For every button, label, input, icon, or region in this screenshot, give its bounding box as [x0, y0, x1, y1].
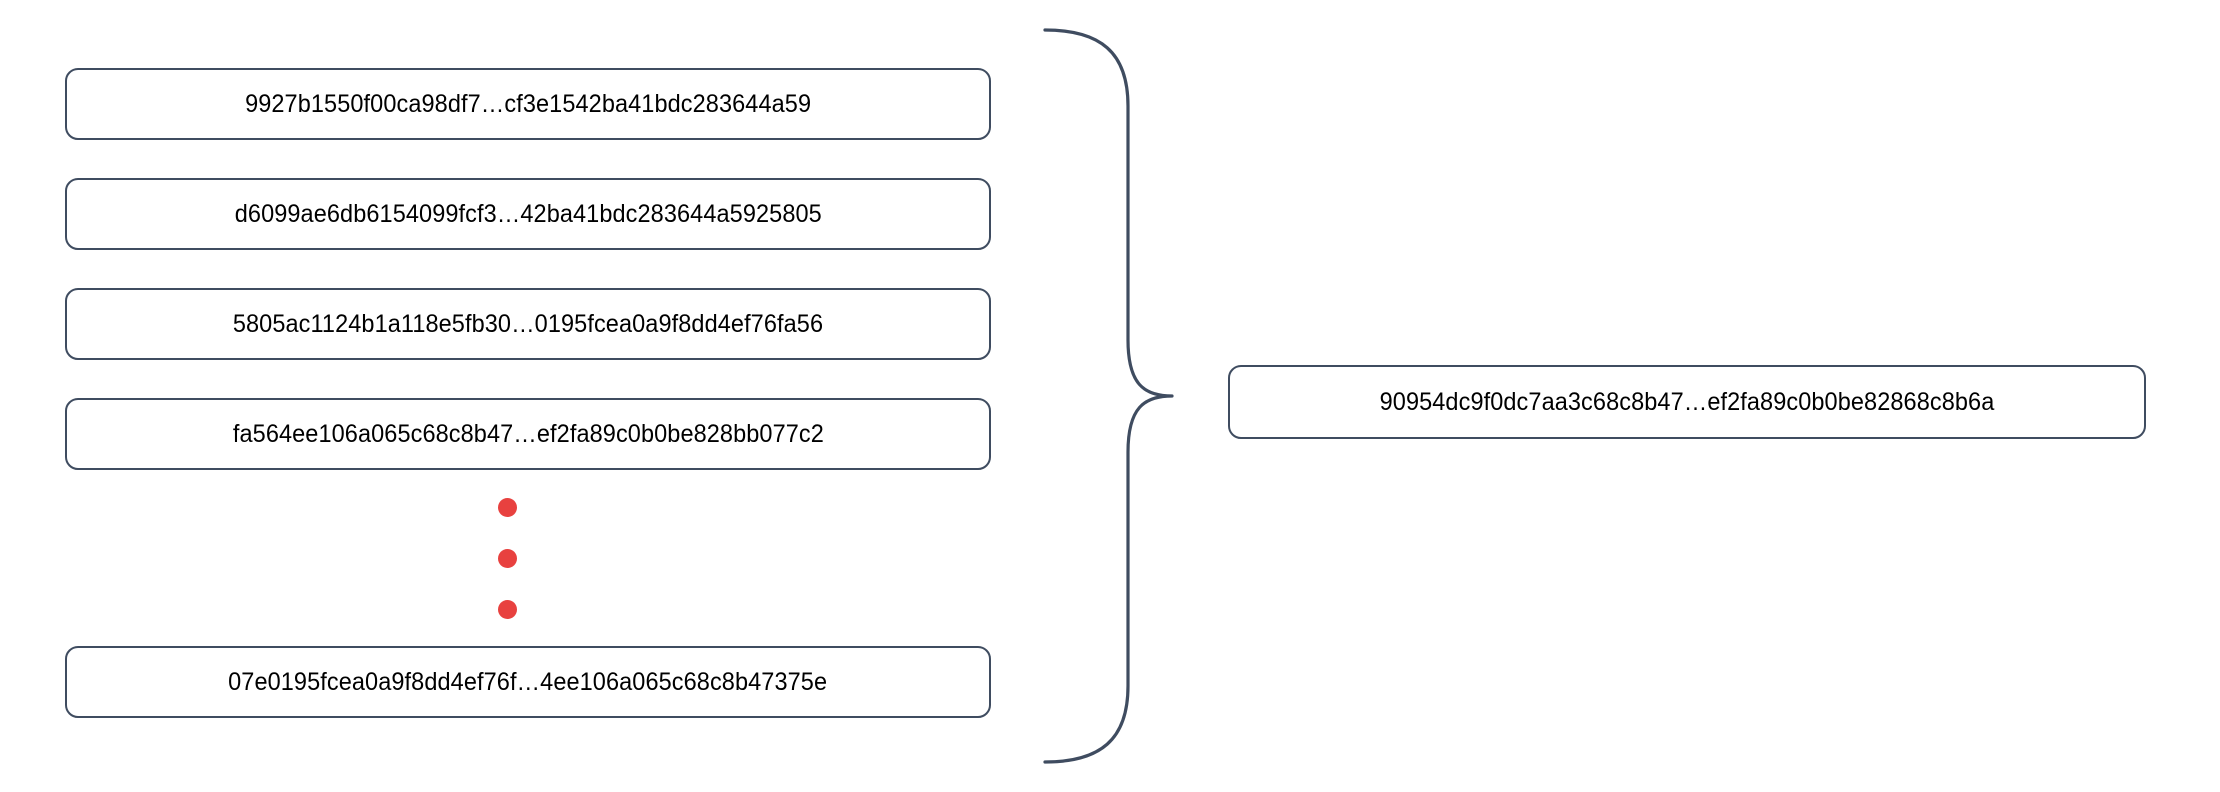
curly-brace-icon [1043, 28, 1174, 764]
input-hash-box-2[interactable]: d6099ae6db6154099fcf3…42ba41bdc283644a59… [65, 178, 991, 250]
output-hash-box[interactable]: 90954dc9f0dc7aa3c68c8b47…ef2fa89c0b0be82… [1228, 365, 2146, 439]
input-hash-text-5: 07e0195fcea0a9f8dd4ef76f…4ee106a065c68c8… [228, 667, 828, 696]
input-hash-text-4: fa564ee106a065c68c8b47…ef2fa89c0b0be828b… [232, 419, 824, 448]
input-hash-text-1: 9927b1550f00ca98df7…cf3e1542ba41bdc28364… [244, 89, 812, 118]
curly-brace-connector [1040, 18, 1190, 778]
ellipsis-dot-icon [498, 498, 517, 517]
ellipsis-dot-icon [498, 600, 517, 619]
input-hash-box-4[interactable]: fa564ee106a065c68c8b47…ef2fa89c0b0be828b… [65, 398, 991, 470]
vertical-ellipsis-icon [498, 498, 524, 624]
output-hash-text: 90954dc9f0dc7aa3c68c8b47…ef2fa89c0b0be82… [1379, 387, 1995, 416]
ellipsis-dot-icon [498, 549, 517, 568]
input-hash-box-5[interactable]: 07e0195fcea0a9f8dd4ef76f…4ee106a065c68c8… [65, 646, 991, 718]
input-hash-box-3[interactable]: 5805ac1124b1a118e5fb30…0195fcea0a9f8dd4e… [65, 288, 991, 360]
input-hash-text-3: 5805ac1124b1a118e5fb30…0195fcea0a9f8dd4e… [232, 309, 824, 338]
input-hash-box-1[interactable]: 9927b1550f00ca98df7…cf3e1542ba41bdc28364… [65, 68, 991, 140]
input-hash-text-2: d6099ae6db6154099fcf3…42ba41bdc283644a59… [234, 199, 822, 228]
